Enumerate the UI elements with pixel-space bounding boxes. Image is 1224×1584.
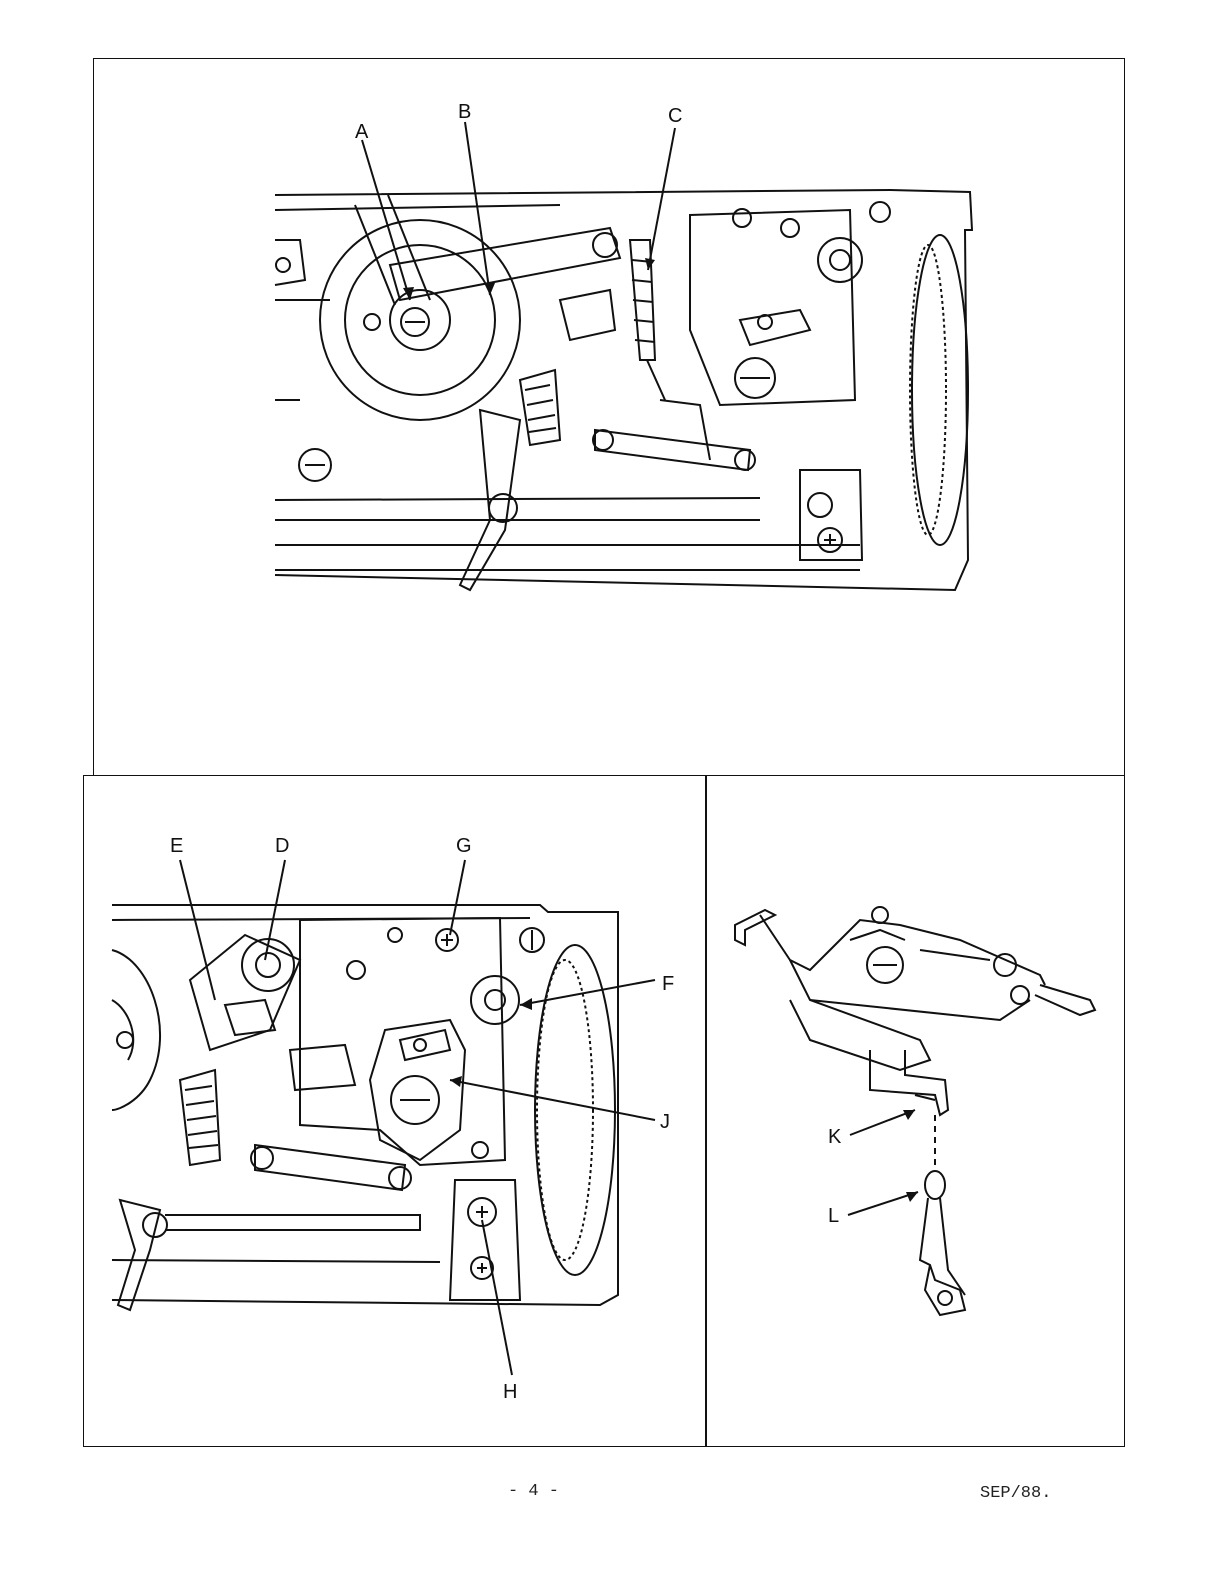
- label-c: C: [668, 105, 682, 127]
- label-d: D: [275, 835, 289, 857]
- label-g: G: [456, 835, 472, 857]
- label-h: H: [503, 1381, 517, 1403]
- bottom-left-panel-frame: [83, 775, 707, 1447]
- page-number: - 4 -: [508, 1482, 560, 1501]
- top-mechanism-drawing: [274, 188, 974, 592]
- label-a: A: [355, 121, 369, 143]
- bottom-right-panel-frame: [705, 775, 1125, 1447]
- label-e: E: [170, 835, 183, 857]
- label-l: L: [828, 1205, 839, 1227]
- revision-date: SEP/88.: [980, 1484, 1052, 1503]
- bottom-left-mechanism-drawing: [111, 904, 619, 1312]
- label-f: F: [662, 973, 674, 995]
- bottom-right-part-drawing: [734, 906, 1097, 1317]
- label-k: K: [828, 1126, 842, 1148]
- label-b: B: [458, 101, 471, 123]
- label-j: J: [660, 1111, 670, 1133]
